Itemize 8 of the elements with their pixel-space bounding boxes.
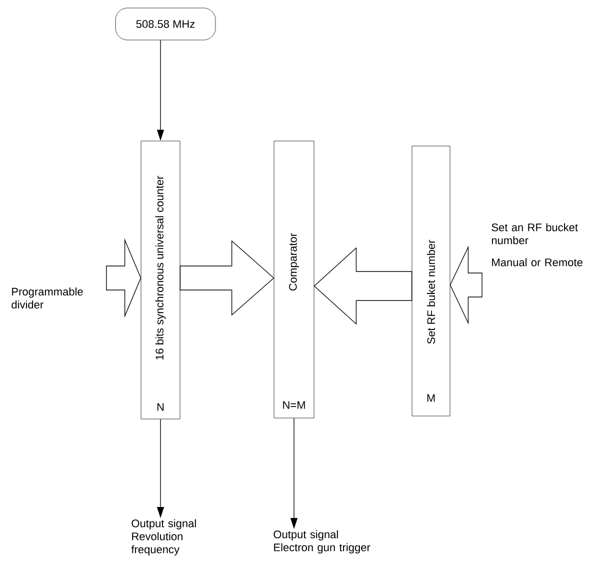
frequency-box: 508.58 MHz	[115, 8, 216, 40]
input-label: Programmable divider	[12, 287, 83, 309]
register-box: Set RF buket number M	[412, 146, 450, 416]
comparator-box: Comparator N=M	[274, 140, 314, 418]
output-label: Output signal Revolution frequency	[131, 519, 196, 556]
output-label: Output signal Electron gun trigger	[274, 530, 370, 554]
input-label: Set an RF bucket number Manual or Remote	[492, 223, 582, 266]
counter-box: 16 bits synchronous universal counter N	[140, 140, 180, 420]
